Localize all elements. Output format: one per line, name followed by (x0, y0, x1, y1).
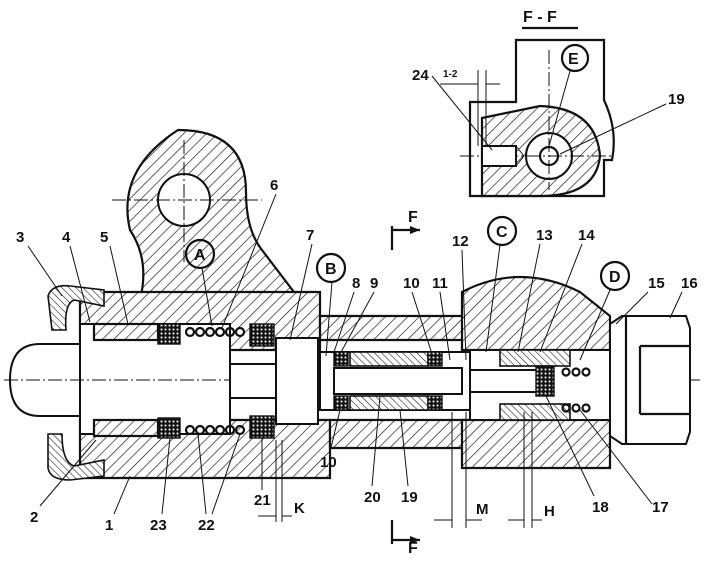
circle-label-b: B (325, 261, 337, 278)
seal-10-right-top (427, 351, 443, 367)
spring-17 (561, 367, 591, 413)
section-mark-top: F (408, 209, 418, 226)
callout-19-section: 19 (668, 91, 685, 108)
cup-7 (275, 337, 319, 425)
circle-label-c: C (496, 224, 508, 241)
section-title: F - F (523, 9, 557, 26)
housing-top-right (460, 275, 612, 352)
section-ff-pin-24 (481, 145, 517, 167)
callout-8: 8 (352, 275, 360, 292)
callout-17: 17 (652, 499, 669, 516)
sleeve-19-top (349, 351, 429, 367)
plug-16 (609, 315, 691, 445)
section-cut-marks: F F (390, 209, 420, 557)
housing-bottom-right (460, 418, 612, 470)
piston-2 (79, 323, 231, 435)
boot-top (47, 284, 105, 331)
valve-seat-13-top (499, 349, 571, 367)
circle-a (184, 238, 216, 270)
gap-label-k: K (294, 500, 305, 517)
valve-18 (535, 365, 555, 397)
seal-23-top (157, 323, 181, 345)
part-callouts: 3 4 5 6 7 8 9 10 11 12 13 14 15 16 17 18… (16, 177, 698, 534)
gap-label-m: M (476, 501, 489, 518)
boot-bottom (47, 433, 105, 481)
circle-label-a: A (194, 247, 206, 264)
bushing-5-bottom (92, 418, 160, 438)
housing-bottom-mid (328, 418, 472, 450)
seal-10-left-bottom (333, 395, 349, 411)
callout-12: 12 (452, 233, 469, 250)
callout-5: 5 (100, 229, 108, 246)
callout-7: 7 (306, 227, 314, 244)
mounting-lug (126, 128, 303, 302)
callout-18: 18 (592, 499, 609, 516)
callout-15: 15 (648, 275, 665, 292)
callout-16: 16 (681, 275, 698, 292)
main-assembly (4, 128, 700, 481)
rod-20 (333, 367, 463, 395)
callout-10-bottom: 10 (320, 454, 337, 471)
callout-6: 6 (270, 177, 278, 194)
gap-dimensions: K M H (258, 412, 555, 528)
callout-22: 22 (198, 517, 215, 534)
seal-23-bottom (157, 417, 181, 439)
callout-11: 11 (432, 275, 448, 292)
seal-21-bottom (249, 415, 275, 439)
callout-14: 14 (578, 227, 595, 244)
sleeve-19-bottom (349, 395, 429, 411)
bushing-5-top (92, 322, 160, 342)
seal-21-top (249, 323, 275, 347)
callout-24: 24 (412, 67, 429, 84)
section-ff-view: F - F 1-2 E 24 19 (412, 9, 685, 198)
section-ff-body (468, 38, 615, 198)
circle-label-d: D (609, 269, 621, 286)
callout-13: 13 (536, 227, 553, 244)
callout-9: 9 (370, 275, 378, 292)
callout-20: 20 (364, 489, 381, 506)
callout-10-top: 10 (403, 275, 420, 292)
section-mark-bottom: F (408, 540, 418, 557)
callout-4: 4 (62, 229, 71, 246)
seal-10-left-top (333, 351, 349, 367)
circled-markers: A B C D (184, 215, 631, 361)
callout-1: 1 (105, 517, 113, 534)
dimension-label: 1-2 (443, 69, 458, 80)
circle-c (486, 215, 518, 247)
circle-d (599, 260, 631, 292)
valve-seat-13-bottom (499, 403, 571, 421)
seal-10-right-bottom (427, 395, 443, 411)
gap-label-h: H (544, 503, 555, 520)
callout-19-main: 19 (401, 489, 418, 506)
circle-e (560, 43, 590, 73)
callout-2: 2 (30, 509, 38, 526)
circle-b (315, 252, 347, 284)
circle-label-e: E (568, 51, 579, 68)
callout-21: 21 (254, 492, 271, 509)
callout-23: 23 (150, 517, 167, 534)
callout-3: 3 (16, 229, 24, 246)
